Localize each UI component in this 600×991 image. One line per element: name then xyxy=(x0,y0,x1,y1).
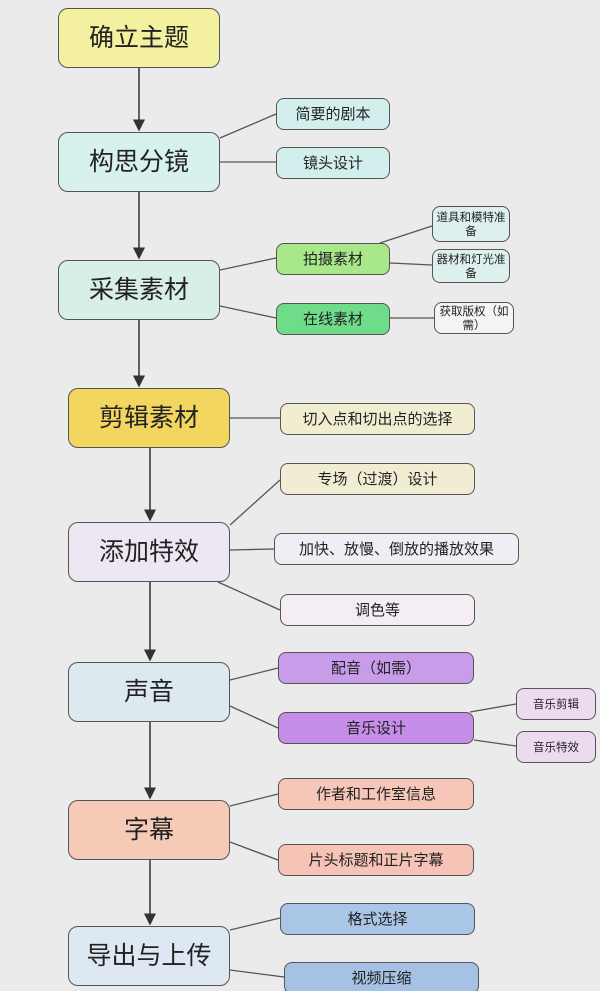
node-speed: 加快、放慢、倒放的播放效果 xyxy=(274,533,519,565)
node-format: 格式选择 xyxy=(280,903,475,935)
step-define-theme: 确立主题 xyxy=(58,8,220,68)
node-cut-points: 切入点和切出点的选择 xyxy=(280,403,475,435)
step-sound: 声音 xyxy=(68,662,230,722)
node-online: 在线素材 xyxy=(276,303,390,335)
node-shot-design: 镜头设计 xyxy=(276,147,390,179)
step-edit: 剪辑素材 xyxy=(68,388,230,448)
node-music-design: 音乐设计 xyxy=(278,712,474,744)
node-music-effects: 音乐特效 xyxy=(516,731,596,763)
node-compress: 视频压缩 xyxy=(284,962,479,991)
node-transition: 专场（过渡）设计 xyxy=(280,463,475,495)
node-titles: 片头标题和正片字幕 xyxy=(278,844,474,876)
step-subtitle: 字幕 xyxy=(68,800,230,860)
step-storyboard: 构思分镜 xyxy=(58,132,220,192)
step-effects: 添加特效 xyxy=(68,522,230,582)
step-export: 导出与上传 xyxy=(68,926,230,986)
node-props: 道具和模特准备 xyxy=(432,206,510,242)
node-script: 简要的剧本 xyxy=(276,98,390,130)
node-voiceover: 配音（如需） xyxy=(278,652,474,684)
step-collect: 采集素材 xyxy=(58,260,220,320)
node-color: 调色等 xyxy=(280,594,475,626)
node-copyright: 获取版权（如需） xyxy=(434,302,514,334)
node-credits: 作者和工作室信息 xyxy=(278,778,474,810)
node-shoot: 拍摄素材 xyxy=(276,243,390,275)
node-equipment: 器材和灯光准备 xyxy=(432,249,510,283)
node-music-edit: 音乐剪辑 xyxy=(516,688,596,720)
